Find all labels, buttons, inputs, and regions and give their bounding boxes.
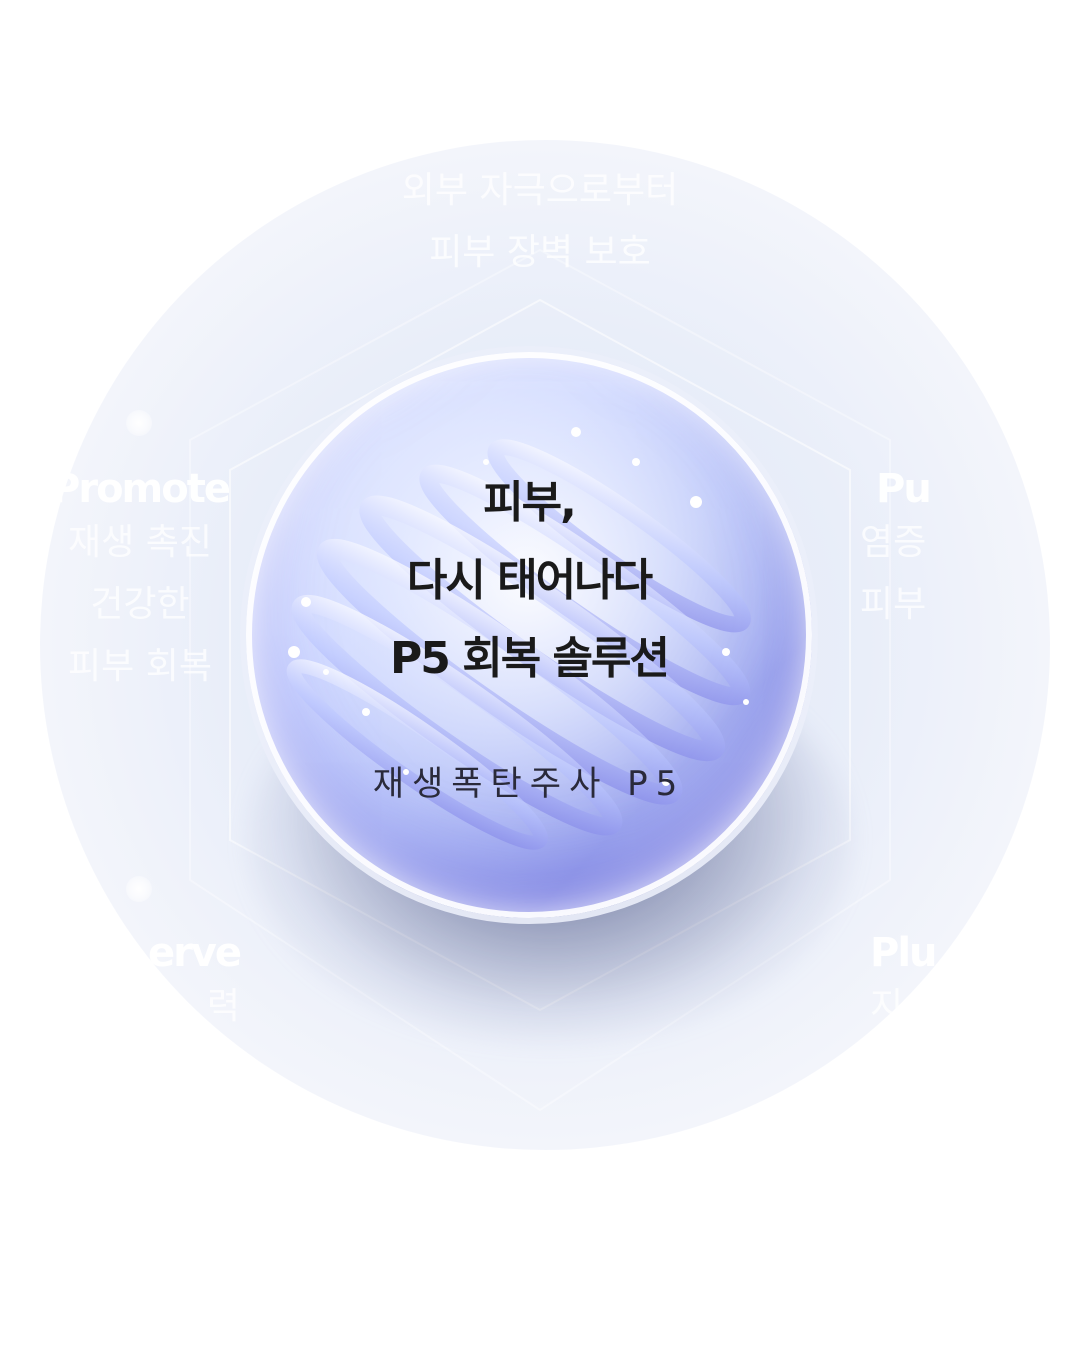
label-right-lower-line1: 지 (870, 986, 904, 1027)
label-left-lower-title: erve (147, 930, 242, 976)
label-left-upper-line3: 피부 회복 (68, 646, 212, 687)
label-left-upper: Promote 재생 촉진 건강한 피부 회복 (30, 466, 250, 698)
headline: 피부, 다시 태어나다 P5 회복 솔루션 (246, 464, 812, 698)
glass-orb (246, 352, 812, 918)
subline: 재생폭탄주사 P5 (372, 764, 686, 804)
label-right-lower-title: Plu (870, 930, 938, 976)
headline-line2: 다시 태어나다 (406, 555, 653, 606)
label-right-upper-line1: 염증 (860, 522, 927, 563)
orb-swirl-graphic (286, 427, 751, 850)
label-right-lower: Plu 지 (870, 930, 990, 1038)
label-left-lower-line1: 력 (206, 986, 240, 1027)
orb-text: 피부, 다시 태어나다 P5 회복 솔루션 재생폭탄주사 P5 (246, 352, 812, 918)
label-right-upper-title: Pu (876, 466, 932, 512)
label-top-line2: 피부 장벽 보호 (429, 232, 651, 273)
label-left-upper-line2: 건강한 (90, 584, 190, 625)
headline-line1: 피부, (483, 477, 577, 528)
label-left-upper-line1: 재생 촉진 (68, 522, 212, 563)
label-right-upper-line2: 피부 (860, 584, 927, 625)
headline-line3: P5 회복 솔루션 (390, 633, 670, 684)
label-left-lower: erve 력 (110, 930, 242, 1038)
label-right-upper: Pu 염증 피부 (860, 466, 980, 636)
node-dot (126, 876, 152, 902)
node-dot (126, 410, 152, 436)
label-left-upper-title: Promote (51, 466, 231, 512)
label-top-line1: 외부 자극으로부터 (401, 170, 679, 211)
label-top: 외부 자극으로부터 피부 장벽 보호 (340, 160, 740, 284)
